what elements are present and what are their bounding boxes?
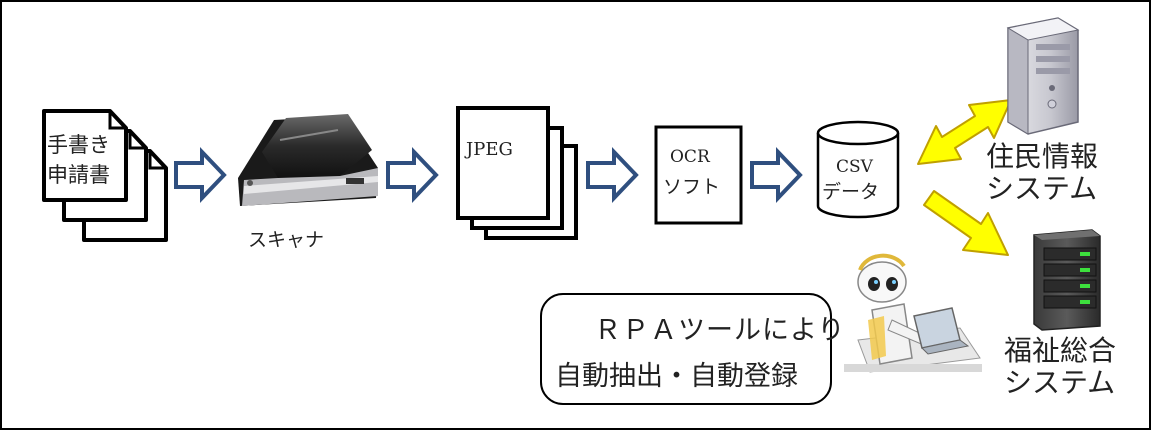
handwritten-form-label-line2: 申請書 xyxy=(47,163,110,187)
ocr-software-box xyxy=(654,125,743,225)
flow-arrow-4 xyxy=(750,147,803,203)
csv-label-line1: CSV xyxy=(836,157,874,177)
handwritten-form-stack xyxy=(42,109,168,242)
server-icon xyxy=(1033,229,1101,331)
jpeg-page-stack xyxy=(456,106,578,240)
rpa-callout-line1: ＲＰＡツールにより xyxy=(594,315,845,346)
resident-system-label-line1: 住民情報 xyxy=(986,140,1098,173)
welfare-system-label-line1: 福祉総合 xyxy=(1004,334,1116,367)
rpa-callout-box xyxy=(540,293,832,405)
flow-arrow-1 xyxy=(174,147,227,203)
flow-arrow-2 xyxy=(386,147,439,203)
scanner-label: スキャナ xyxy=(248,229,324,251)
handwritten-form-label-line1: 手書き xyxy=(47,133,110,157)
csv-data-cylinder xyxy=(816,120,900,219)
sync-arrow-welfare-system xyxy=(923,190,1009,256)
resident-system-label-line2: システム xyxy=(986,172,1097,205)
csv-label-line2: データ xyxy=(822,181,879,203)
ocr-label-line2: ソフト xyxy=(663,176,720,198)
robot-icon xyxy=(844,253,982,373)
welfare-system-label-line2: システム xyxy=(1004,366,1115,399)
rpa-callout-line2: 自動抽出・自動登録 xyxy=(555,361,798,392)
ocr-label-line1: OCR xyxy=(670,147,711,167)
flow-arrow-3 xyxy=(586,147,639,203)
scanner-icon xyxy=(238,114,378,206)
pc-tower-icon xyxy=(1006,17,1080,135)
jpeg-label: JPEG xyxy=(464,139,513,160)
